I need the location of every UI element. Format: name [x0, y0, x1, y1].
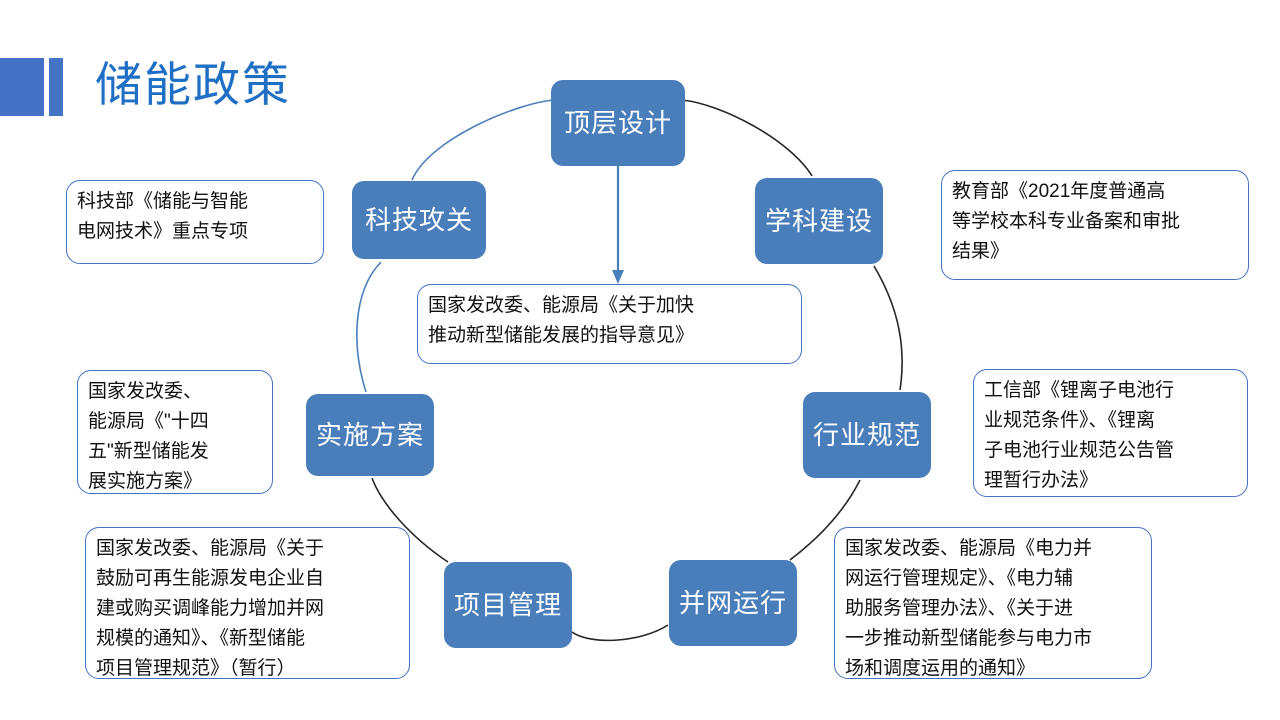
callout-line: 场和调度运用的通知》 [845, 658, 1036, 679]
callout-line: 建或购买调峰能力增加并网 [96, 598, 325, 619]
cycle-node-label: 项目管理 [453, 589, 562, 620]
callout-discipline: 教育部《2021年度普通高 等学校本科专业备案和审批 结果》 [941, 170, 1249, 280]
callout-top-design: 国家发改委、能源局《关于加快 推动新型储能发展的指导意见》 [417, 284, 802, 364]
callout-line: 推动新型储能发展的指导意见》 [428, 325, 695, 346]
top-design-arrow [612, 166, 624, 284]
cycle-node-implementation-plan[interactable]: 实施方案 [306, 394, 434, 476]
callout-project-management: 国家发改委、能源局《关于 鼓励可再生能源发电企业自 建或购买调峰能力增加并网 规… [85, 527, 410, 679]
callout-implementation-plan: 国家发改委、 能源局《"十四 五"新型储能发 展实施方案》 [77, 370, 273, 494]
callout-line: 电网技术》重点专项 [77, 221, 249, 242]
cycle-node-label: 行业规范 [812, 419, 921, 450]
callout-line: 国家发改委、能源局《电力并 [845, 538, 1093, 559]
cycle-node-label: 顶层设计 [563, 107, 672, 138]
callout-line: 展实施方案》 [88, 471, 203, 492]
cycle-node-discipline[interactable]: 学科建设 [755, 178, 883, 264]
callout-line: 工信部《锂离子电池行 [984, 380, 1175, 401]
callout-tech: 科技部《储能与智能 电网技术》重点专项 [66, 180, 324, 264]
callout-line: 网运行管理规定》、《电力辅 [845, 568, 1074, 589]
cycle-node-industry-standard[interactable]: 行业规范 [803, 392, 931, 478]
callout-industry-standard: 工信部《锂离子电池行 业规范条件》、《锂离 子电池行业规范公告管 理暂行办法》 [973, 369, 1248, 497]
title-accent-bar-narrow [49, 58, 63, 116]
callout-line: 规模的通知》、《新型储能 [96, 628, 306, 649]
callout-line: 业规范条件》、《锂离 [984, 410, 1156, 431]
callout-line: 理暂行办法》 [984, 470, 1099, 491]
page-title: 储能政策 [95, 58, 291, 111]
callout-grid-operation: 国家发改委、能源局《电力并 网运行管理规定》、《电力辅 助服务管理办法》、《关于… [834, 527, 1152, 679]
callout-line: 教育部《2021年度普通高 [952, 181, 1166, 202]
callout-line: 助服务管理办法》、《关于进 [845, 598, 1074, 619]
callout-line: 项目管理规范》（暂行） [96, 658, 296, 679]
callout-line: 国家发改委、 [88, 381, 203, 402]
cycle-node-project-management[interactable]: 项目管理 [444, 562, 572, 648]
title-accent-bar-wide [0, 58, 44, 116]
callout-line: 能源局《"十四 [88, 411, 209, 432]
callout-line: 结果》 [952, 241, 1010, 262]
callout-line: 五"新型储能发 [88, 441, 209, 462]
callout-line: 鼓励可再生能源发电企业自 [96, 568, 325, 589]
cycle-node-label: 科技攻关 [364, 204, 473, 235]
callout-line: 国家发改委、能源局《关于 [96, 538, 325, 559]
cycle-node-label: 学科建设 [764, 205, 873, 236]
callout-line: 子电池行业规范公告管 [984, 440, 1175, 461]
callout-line: 一步推动新型储能参与电力市 [845, 628, 1093, 649]
callout-line: 科技部《储能与智能 [77, 191, 249, 212]
callout-line: 等学校本科专业备案和审批 [952, 211, 1181, 232]
cycle-node-label: 并网运行 [678, 587, 787, 618]
cycle-node-tech[interactable]: 科技攻关 [352, 181, 486, 259]
callout-line: 国家发改委、能源局《关于加快 [428, 295, 695, 316]
cycle-node-label: 实施方案 [315, 419, 424, 450]
cycle-node-top-design[interactable]: 顶层设计 [551, 80, 685, 166]
cycle-node-grid-operation[interactable]: 并网运行 [669, 560, 797, 646]
